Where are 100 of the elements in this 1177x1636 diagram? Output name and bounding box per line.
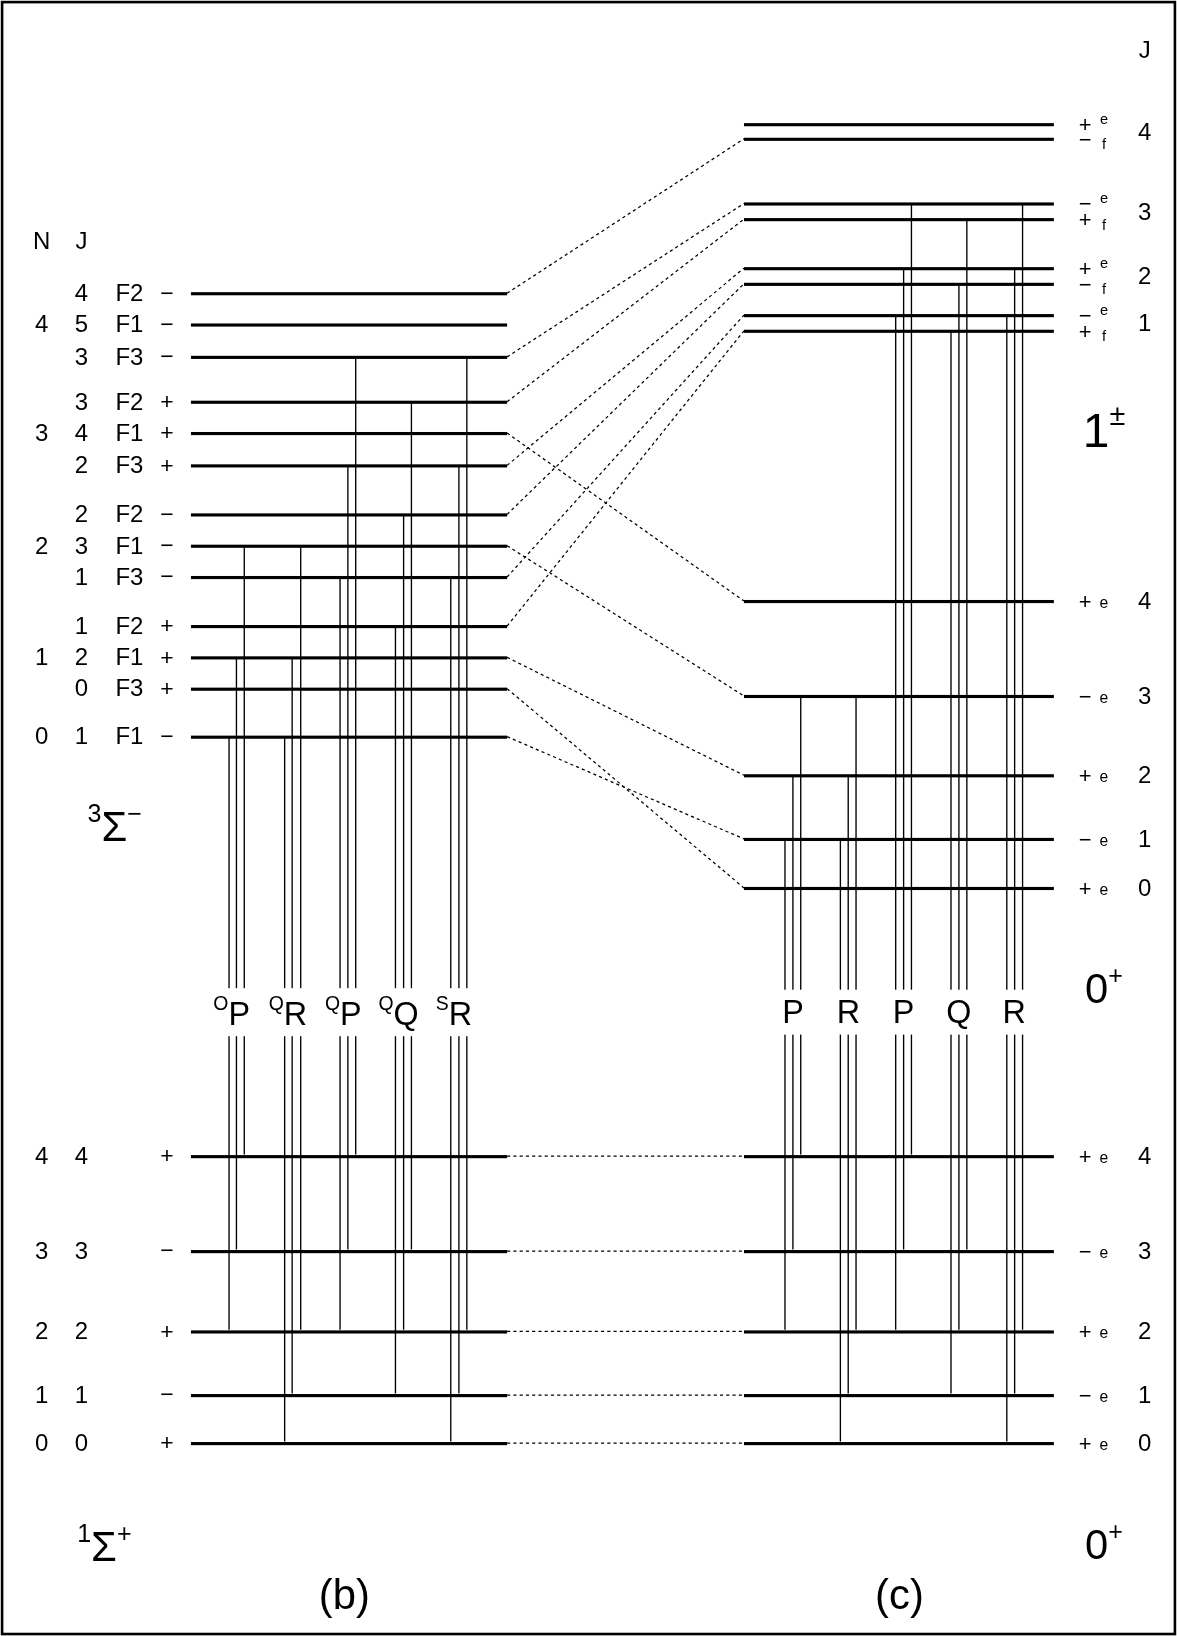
transition-line <box>1013 269 1016 1395</box>
level-label: 1 <box>74 724 89 749</box>
level-label: + <box>160 421 174 445</box>
level-label: + <box>1078 1320 1092 1343</box>
level-label: 0 <box>35 724 49 749</box>
level-label: 3 <box>35 421 49 446</box>
transition-line <box>235 658 238 1251</box>
transition-line <box>458 466 460 1395</box>
level-label: F2 <box>115 389 144 414</box>
level-label: F3 <box>115 344 144 369</box>
level-label: 3 <box>35 1239 49 1264</box>
level-label: F3 <box>115 453 144 478</box>
level-label: − <box>1078 685 1092 707</box>
level-label: − <box>160 502 174 526</box>
level-label: 3 <box>1138 1239 1152 1264</box>
transition-line <box>228 737 230 1331</box>
level-label: + <box>1078 1145 1092 1168</box>
level-label: f <box>1101 281 1106 297</box>
level-label: 0 <box>74 1431 89 1456</box>
transition-line <box>394 626 397 1395</box>
correlation-line <box>506 688 745 889</box>
level-label: 3 <box>74 533 89 558</box>
transition-line <box>847 776 849 1395</box>
level-label: F1 <box>115 645 144 670</box>
transition-line <box>966 220 968 1251</box>
level-label: e <box>1099 190 1109 206</box>
level-label: 3 <box>74 389 89 414</box>
level-label: 1 <box>1138 310 1152 335</box>
level-label: + <box>1078 764 1092 787</box>
level-label: + <box>160 1319 174 1343</box>
level-label: − <box>1078 1240 1092 1263</box>
level-label: F1 <box>115 533 144 558</box>
level-label: e <box>1099 1244 1109 1260</box>
correlation-line <box>506 330 745 627</box>
level-label: f <box>1101 217 1106 232</box>
level-label: + <box>160 677 174 701</box>
level-label: F2 <box>115 614 144 639</box>
transition-line <box>450 577 452 1443</box>
level-label: − <box>1078 1384 1092 1407</box>
level-label: 2 <box>74 453 89 478</box>
level-label: 3 <box>74 1239 89 1264</box>
level-label: F1 <box>115 312 144 337</box>
level-label: 0 <box>35 1431 49 1456</box>
level-label: + <box>160 614 174 638</box>
level-label: e <box>1099 689 1109 705</box>
level-label: − <box>160 1239 174 1263</box>
correlation-line <box>506 283 745 516</box>
level-label: f <box>1101 328 1106 344</box>
correlation-line <box>506 1330 745 1333</box>
transition-line <box>895 316 897 1331</box>
correlation-line <box>506 432 745 602</box>
level-label: 2 <box>74 645 89 670</box>
level-label: + <box>160 1431 174 1455</box>
level-label: 3 <box>1138 199 1152 224</box>
level-label: F3 <box>115 676 144 701</box>
level-label: 2 <box>1138 763 1152 788</box>
level-label: e <box>1099 1324 1109 1341</box>
transition-line <box>910 204 913 1156</box>
transition-line <box>958 284 960 1331</box>
level-label: 1 <box>74 565 89 589</box>
level-label: e <box>1099 594 1109 610</box>
level-label: F1 <box>115 724 144 749</box>
level-label: − <box>1078 827 1092 850</box>
level-label: 0 <box>1138 1431 1152 1456</box>
transition-line <box>1021 204 1024 1331</box>
level-label: 2 <box>35 533 49 558</box>
level-label: 1 <box>35 1383 49 1408</box>
level-label: 2 <box>74 1319 89 1344</box>
transition-line <box>300 546 302 1331</box>
transition-line <box>339 577 341 1331</box>
correlation-line <box>506 314 745 578</box>
level-label: + <box>1078 257 1092 280</box>
transition-line <box>839 839 842 1443</box>
level-label: f <box>1101 136 1106 152</box>
level-label: + <box>160 645 174 669</box>
level-label: F1 <box>115 421 144 446</box>
level-label: e <box>1099 111 1109 127</box>
transition-line <box>466 357 468 1331</box>
correlation-line <box>506 1250 745 1252</box>
level-label: − <box>160 534 174 558</box>
correlation-line <box>506 267 745 466</box>
transition-line <box>784 839 786 1331</box>
level-label: e <box>1099 768 1109 785</box>
level-label: e <box>1099 1388 1109 1404</box>
level-label: 3 <box>1138 683 1152 708</box>
level-label: − <box>160 1383 174 1407</box>
level-label: + <box>160 1144 174 1168</box>
level-label: 4 <box>1138 589 1152 613</box>
transition-line <box>800 696 802 1156</box>
level-label: e <box>1099 1149 1109 1165</box>
level-label: e <box>1099 832 1109 848</box>
level-label: + <box>1078 113 1092 136</box>
level-label: e <box>1099 881 1109 897</box>
level-label: 1 <box>1138 826 1152 851</box>
level-label: + <box>1078 1432 1092 1455</box>
level-label: 2 <box>1138 264 1152 288</box>
transition-line <box>410 402 413 1251</box>
level-label: 1 <box>74 614 89 639</box>
level-label: 1 <box>1138 1383 1152 1408</box>
transition-line <box>402 515 405 1331</box>
